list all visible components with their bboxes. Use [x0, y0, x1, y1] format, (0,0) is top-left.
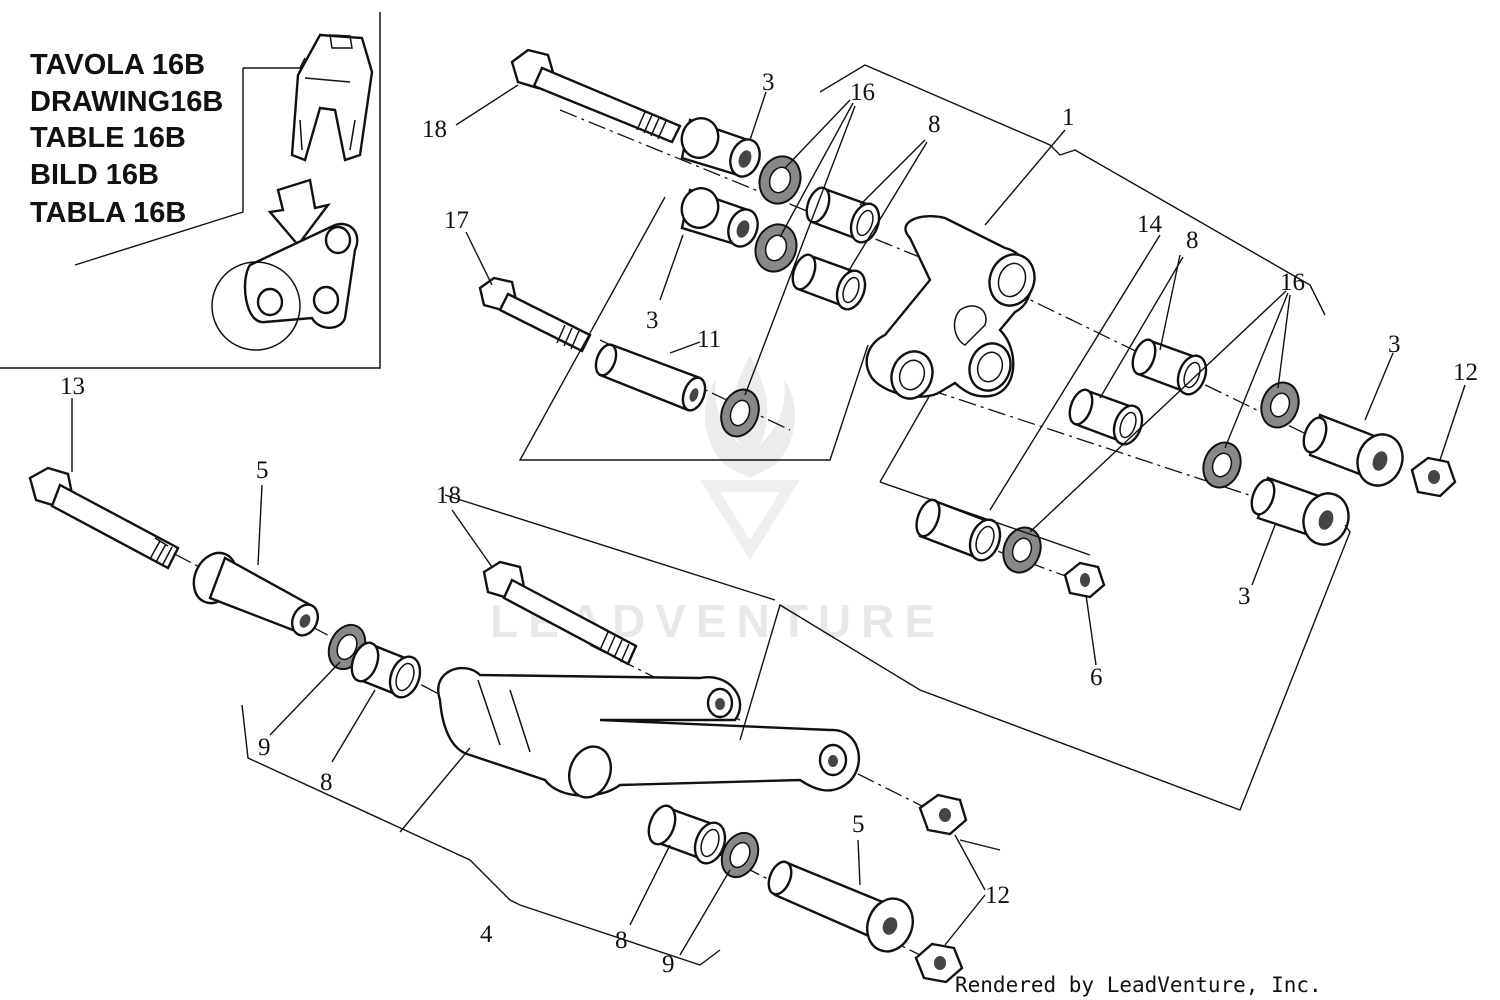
seal-16-a — [758, 155, 802, 205]
inset-label-tavola: TAVOLA 16B — [30, 49, 205, 81]
callout-13: 13 — [60, 373, 85, 400]
leader-lines — [71, 84, 1466, 956]
seal-16-f — [1002, 526, 1042, 574]
rocker-1 — [865, 215, 1036, 400]
callout-5-upper: 5 — [256, 457, 269, 484]
callout-12-bottom: 12 — [985, 882, 1010, 909]
callout-5-lower: 5 — [852, 811, 865, 838]
callout-3-top: 3 — [762, 69, 775, 96]
callout-4: 4 — [480, 921, 493, 948]
bushing-8-upper — [350, 641, 422, 699]
nut-12-mid — [918, 793, 968, 836]
callout-12-right: 12 — [1453, 359, 1478, 386]
inset-reference: TAVOLA 16B DRAWING16B TABLE 16B BILD 16B… — [0, 12, 381, 369]
callout-3-bottom: 3 — [1238, 583, 1251, 610]
bolt-18-lower — [482, 560, 638, 666]
inset-fork-icon — [290, 33, 374, 162]
nut-6 — [1063, 561, 1106, 599]
inset-linkage-icon — [211, 222, 359, 351]
callout-11: 11 — [697, 326, 721, 353]
bushing-14 — [915, 498, 1002, 562]
callout-9-bottom: 9 — [662, 951, 675, 978]
spacer-3-right-a — [1302, 413, 1404, 487]
callout-8-top: 8 — [928, 111, 941, 138]
callout-14: 14 — [1137, 211, 1163, 238]
callout-8-right: 8 — [1186, 227, 1199, 254]
callout-8-left: 8 — [320, 769, 333, 796]
inset-label-table: TABLE 16B — [30, 122, 186, 154]
nut-12-right — [1410, 456, 1457, 498]
bolt-18-upper — [510, 48, 682, 144]
callout-8-bottom: 8 — [615, 927, 628, 954]
inset-label-drawing: DRAWING16B — [30, 86, 223, 118]
callout-3-left: 3 — [646, 307, 659, 334]
spacer-3-top — [680, 117, 761, 178]
seal-16-e — [1202, 441, 1242, 489]
seal-16-c — [720, 388, 760, 438]
spacer-11 — [594, 343, 707, 412]
bolt-13 — [28, 466, 180, 570]
callout-6: 6 — [1090, 664, 1103, 691]
bushing-8-b — [791, 253, 867, 311]
bolt-17 — [478, 276, 592, 353]
callout-16-right: 16 — [1280, 269, 1305, 296]
inset-arrow-icon — [267, 178, 331, 247]
seal-9-lower — [720, 831, 760, 879]
bushing-8-c — [1131, 338, 1208, 396]
leadventure-watermark: LEADVENTURE — [490, 355, 935, 647]
render-credit: Rendered by LeadVenture, Inc. — [955, 973, 1322, 997]
callout-18-top: 18 — [422, 116, 447, 143]
callout-18-lower: 18 — [436, 482, 461, 509]
seal-16-b — [754, 223, 798, 273]
bushing-8-lower — [647, 804, 727, 865]
nut-12-bottom — [914, 942, 964, 984]
bushing-8-d — [1068, 388, 1144, 446]
callout-numbers: 1 3 3 3 3 4 5 5 6 8 8 8 8 9 9 11 12 12 1… — [60, 69, 1478, 978]
callout-3-right: 3 — [1388, 331, 1401, 358]
callout-16-top: 16 — [850, 79, 875, 106]
inset-label-bild: BILD 16B — [30, 159, 159, 191]
spacer-3-second — [680, 187, 759, 248]
spacer-5-lower — [767, 860, 914, 953]
inset-labels: TAVOLA 16B DRAWING16B TABLE 16B BILD 16B… — [30, 49, 223, 229]
inset-label-tabla: TABLA 16B — [30, 197, 186, 229]
spacer-3-right-b — [1250, 476, 1350, 546]
upper-right-assembly — [444, 48, 1457, 851]
callout-1: 1 — [1062, 104, 1075, 131]
callout-9-left: 9 — [258, 734, 271, 761]
spacer-5-upper — [192, 551, 320, 637]
link-rod-4 — [437, 666, 860, 799]
callout-17: 17 — [444, 207, 469, 234]
seal-16-d — [1260, 381, 1300, 429]
lower-left-assembly — [28, 466, 968, 984]
